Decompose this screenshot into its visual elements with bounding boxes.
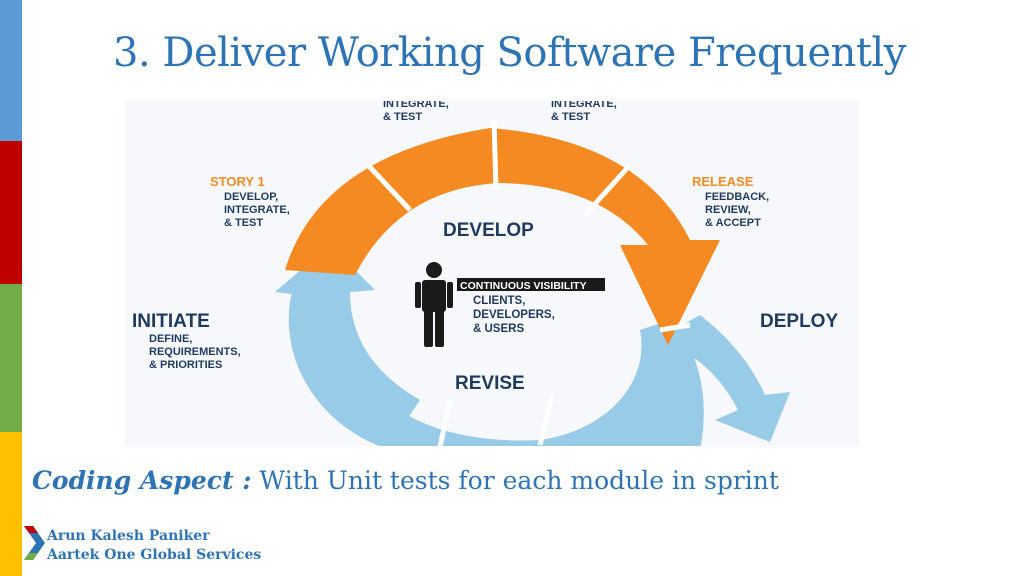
footer: Arun Kalesh Paniker Aartek One Global Se… xyxy=(47,527,261,565)
visibility-line3: & USERS xyxy=(473,323,524,335)
release-line3: & ACCEPT xyxy=(705,217,761,229)
footer-company: Aartek One Global Services xyxy=(47,547,262,563)
develop-label: DEVELOP xyxy=(443,220,534,241)
story-line1: DEVELOP, xyxy=(224,191,278,203)
deploy-label: DEPLOY xyxy=(760,311,838,332)
stripe-yellow xyxy=(0,432,22,576)
slide-title: 3. Deliver Working Software Frequently xyxy=(113,30,906,76)
story-title: STORY 1 xyxy=(210,174,265,189)
revise-arc xyxy=(288,270,704,446)
caption: Coding Aspect : With Unit tests for each… xyxy=(32,466,779,495)
story-line3: & TEST xyxy=(224,217,263,229)
deploy-arrow xyxy=(665,315,790,442)
agile-cycle-diagram: CONTINUOUS VISIBILITY CLIENTS, DEVELOPER… xyxy=(124,101,860,446)
visibility-line1: CLIENTS, xyxy=(473,295,525,307)
person-icon xyxy=(415,262,453,347)
footer-author: Arun Kalesh Paniker xyxy=(47,528,210,544)
release-title: RELEASE xyxy=(692,174,754,189)
initiate-line2: REQUIREMENTS, xyxy=(149,346,241,358)
segment-dividers xyxy=(366,119,691,446)
stripe-green xyxy=(0,284,22,432)
caption-text: With Unit tests for each module in sprin… xyxy=(251,466,779,495)
stripe-red xyxy=(0,141,22,284)
top-left-line1: INTEGRATE, xyxy=(383,101,449,110)
initiate-arrow xyxy=(275,245,420,445)
top-right-line1: INTEGRATE, xyxy=(551,101,617,110)
top-right-line2: & TEST xyxy=(551,111,590,123)
initiate-line3: & PRIORITIES xyxy=(149,359,222,371)
release-line2: REVIEW, xyxy=(705,204,751,216)
visibility-label-bg xyxy=(457,278,605,291)
visibility-line2: DEVELOPERS, xyxy=(473,309,555,321)
caption-label: Coding Aspect : xyxy=(32,466,252,495)
revise-label: REVISE xyxy=(455,373,525,394)
stripe-blue xyxy=(0,0,22,141)
chevron-logo-icon xyxy=(24,526,45,560)
release-line1: FEEDBACK, xyxy=(705,191,769,203)
story-line2: INTEGRATE, xyxy=(224,204,290,216)
initiate-line1: DEFINE, xyxy=(149,333,192,345)
initiate-label: INITIATE xyxy=(132,311,210,332)
visibility-title: CONTINUOUS VISIBILITY xyxy=(460,280,587,292)
top-left-line2: & TEST xyxy=(383,111,422,123)
